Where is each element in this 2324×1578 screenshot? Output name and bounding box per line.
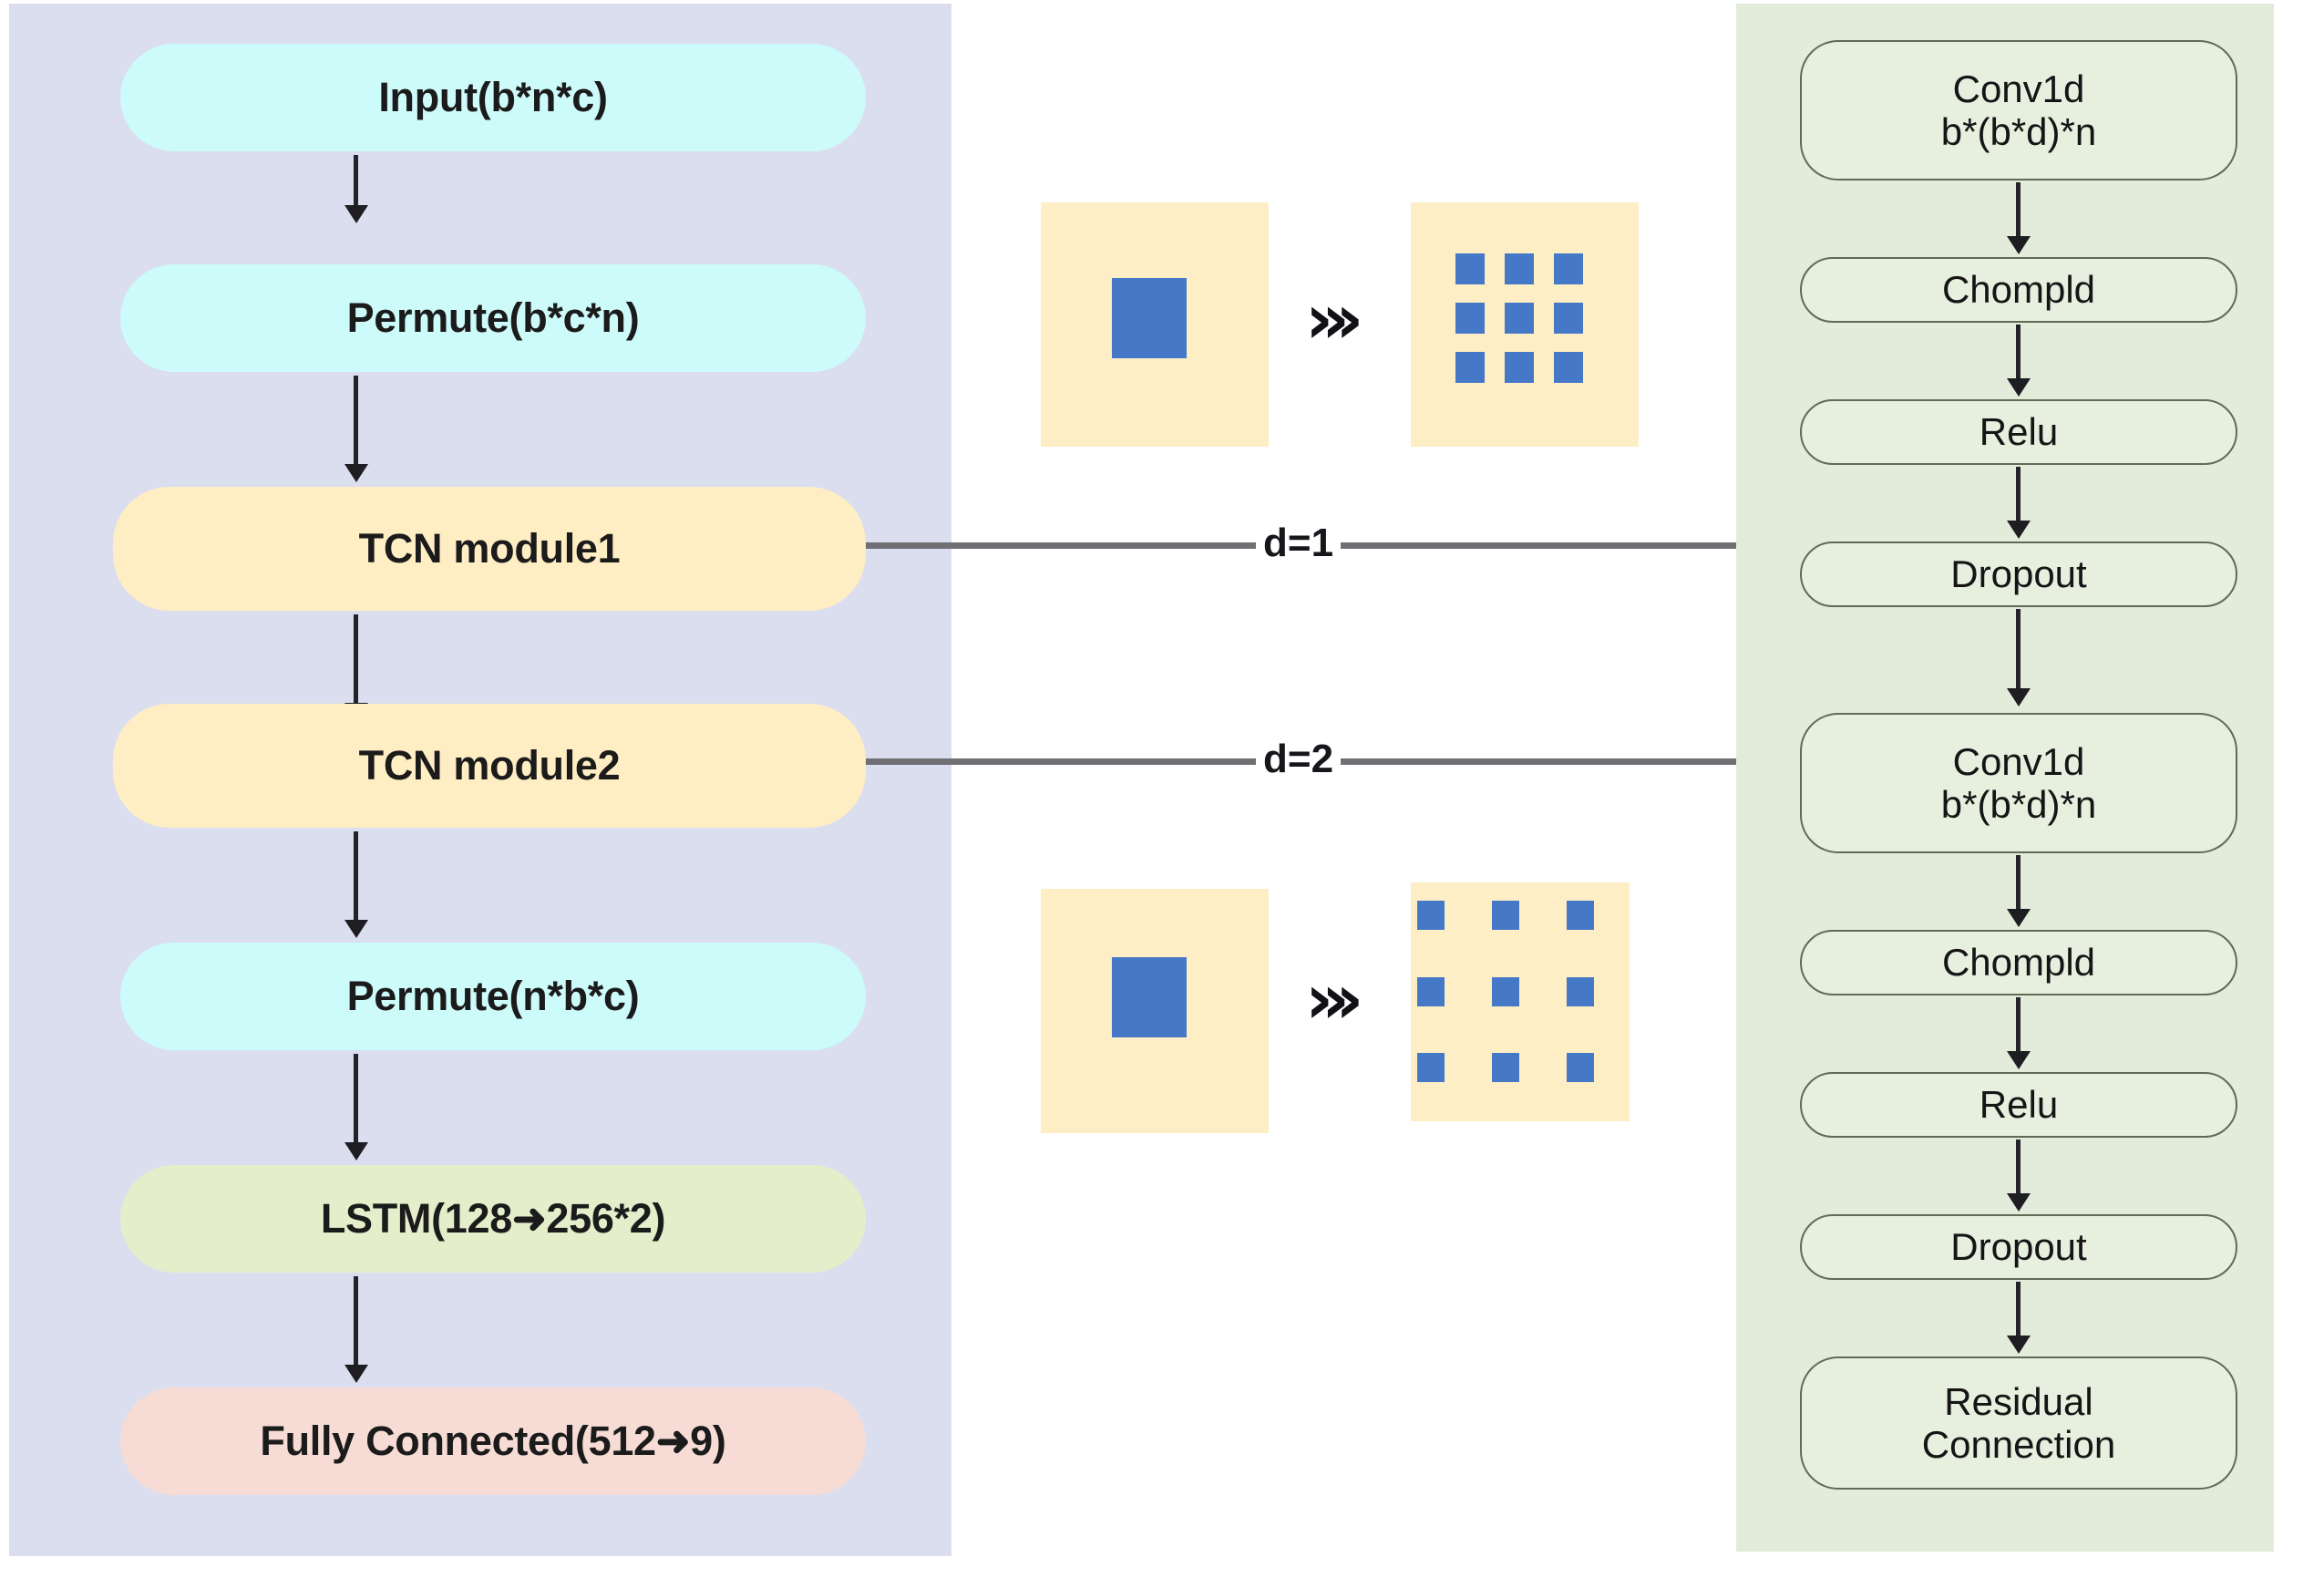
arrow-dropout2-to-residual bbox=[2016, 1282, 2021, 1338]
kernel-cell bbox=[1455, 253, 1485, 284]
arrow-chompld2-to-relu2 bbox=[2016, 997, 2021, 1054]
arrow-lstm-to-fc bbox=[354, 1276, 358, 1367]
rblock-conv1d-1-line1: Conv1d bbox=[1952, 67, 2085, 110]
rblock-conv1d-2[interactable]: Conv1d b*(b*d)*n bbox=[1800, 713, 2237, 853]
kernel-cell bbox=[1567, 901, 1594, 930]
arrow-tcn1-to-tcn2 bbox=[354, 614, 358, 706]
arrow-relu2-to-dropout2 bbox=[2016, 1140, 2021, 1196]
kernel-cell bbox=[1505, 352, 1534, 383]
block-tcn-module-1[interactable]: TCN module1 bbox=[113, 487, 866, 611]
kernel-source-cell-2 bbox=[1112, 957, 1187, 1037]
kernel-cell bbox=[1417, 1053, 1445, 1082]
kernel-cell bbox=[1455, 352, 1485, 383]
kernel-cell bbox=[1567, 1053, 1594, 1082]
kernel-cell bbox=[1417, 977, 1445, 1006]
arrow-input-to-permute1 bbox=[354, 155, 358, 208]
block-tcn-module-2[interactable]: TCN module2 bbox=[113, 704, 866, 828]
kernel-cell bbox=[1417, 901, 1445, 930]
kernel-cell bbox=[1455, 303, 1485, 334]
kernel-cell bbox=[1492, 977, 1519, 1006]
kernel-source-cell-1 bbox=[1112, 278, 1187, 358]
kernel-cell bbox=[1505, 253, 1534, 284]
rblock-dropout-2[interactable]: Dropout bbox=[1800, 1214, 2237, 1280]
arrow-permute1-to-tcn1 bbox=[354, 376, 358, 467]
kernel-cell bbox=[1567, 977, 1594, 1006]
edge-label-d2: d=2 bbox=[1256, 739, 1342, 779]
kernel-cell bbox=[1554, 253, 1583, 284]
rblock-conv1d-2-line2: b*(b*d)*n bbox=[1940, 783, 2097, 826]
rblock-residual-connection[interactable]: Residual Connection bbox=[1800, 1356, 2237, 1490]
arrow-relu1-to-dropout1 bbox=[2016, 467, 2021, 523]
kernel-cell bbox=[1492, 1053, 1519, 1082]
rblock-relu-2[interactable]: Relu bbox=[1800, 1072, 2237, 1138]
chevron-right-icon-2: »› bbox=[1305, 958, 1364, 1039]
kernel-cell bbox=[1554, 303, 1583, 334]
rblock-chompld-2[interactable]: Chompld bbox=[1800, 930, 2237, 995]
rblock-chompld-1[interactable]: Chompld bbox=[1800, 257, 2237, 323]
rblock-residual-line1: Residual bbox=[1944, 1379, 2093, 1423]
kernel-cell bbox=[1554, 352, 1583, 383]
block-lstm[interactable]: LSTM(128➜256*2) bbox=[120, 1165, 866, 1273]
rblock-dropout-1[interactable]: Dropout bbox=[1800, 541, 2237, 607]
arrow-permute2-to-lstm bbox=[354, 1054, 358, 1145]
arrow-conv1d2-to-chompld2 bbox=[2016, 855, 2021, 912]
arrow-dropout1-to-conv1d2 bbox=[2016, 609, 2021, 691]
rblock-residual-line2: Connection bbox=[1921, 1423, 2116, 1466]
rblock-conv1d-1-line2: b*(b*d)*n bbox=[1940, 110, 2097, 153]
rblock-relu-1[interactable]: Relu bbox=[1800, 399, 2237, 465]
edge-label-d1: d=1 bbox=[1256, 523, 1342, 563]
rblock-conv1d-2-line1: Conv1d bbox=[1952, 739, 2085, 783]
arrow-tcn2-to-permute2 bbox=[354, 831, 358, 923]
block-fully-connected[interactable]: Fully Connected(512➜9) bbox=[120, 1387, 866, 1495]
rblock-conv1d-1[interactable]: Conv1d b*(b*d)*n bbox=[1800, 40, 2237, 180]
block-permute-2[interactable]: Permute(n*b*c) bbox=[120, 943, 866, 1050]
kernel-cell bbox=[1492, 901, 1519, 930]
block-input[interactable]: Input(b*n*c) bbox=[120, 44, 866, 151]
kernel-cell bbox=[1505, 303, 1534, 334]
chevron-right-icon-1: »› bbox=[1305, 278, 1364, 359]
arrow-chompld1-to-relu1 bbox=[2016, 325, 2021, 381]
block-permute-1[interactable]: Permute(b*c*n) bbox=[120, 264, 866, 372]
arrow-conv1d1-to-chompld1 bbox=[2016, 182, 2021, 239]
